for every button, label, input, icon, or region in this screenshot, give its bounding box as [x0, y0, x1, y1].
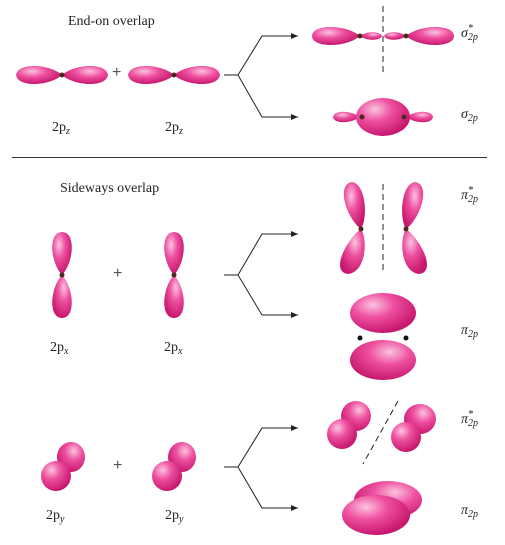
- px-branch-arrows: [224, 231, 298, 318]
- pi-2p-orbital-x: [350, 293, 416, 380]
- pi-star-2p-orbital-x: [340, 182, 427, 274]
- label-pi-star-2p-y: π*2p: [461, 409, 479, 429]
- plus-sign-py: +: [113, 457, 123, 474]
- px-orbital-left: [52, 232, 72, 318]
- label-2pz-left: 2pz: [52, 120, 70, 137]
- label-pi-2p-y: π2p: [461, 503, 479, 520]
- py-orbital-left: [41, 442, 85, 491]
- label-sigma-2p: σ2p: [461, 107, 478, 124]
- label-2py-left: 2py: [46, 508, 65, 525]
- end-on-overlap-title: End-on overlap: [68, 14, 155, 29]
- label-pi-star-2p-x: π*2p: [461, 185, 479, 205]
- plus-sign-pz: +: [112, 64, 122, 81]
- label-2px-left: 2px: [50, 340, 69, 357]
- label-2py-right: 2py: [165, 508, 184, 525]
- plus-sign-px: +: [113, 265, 123, 282]
- pz-orbital-left: [16, 65, 108, 85]
- sideways-overlap-title: Sideways overlap: [60, 181, 160, 196]
- label-2px-right: 2px: [164, 340, 183, 357]
- sigma-star-2p-orbital: [312, 6, 454, 74]
- label-pi-2p-x: π2p: [461, 323, 479, 340]
- label-sigma-star-2p: σ*2p: [461, 23, 478, 43]
- pz-orbital-right: [128, 65, 220, 85]
- py-orbital-right: [152, 442, 196, 491]
- px-orbital-right: [164, 232, 184, 318]
- sigma-2p-orbital: [333, 98, 433, 136]
- section-divider: [12, 157, 487, 158]
- end-on-branch-arrows: [224, 33, 298, 120]
- pi-star-2p-orbital-y: [327, 400, 436, 465]
- label-2pz-right: 2pz: [165, 120, 183, 137]
- pi-2p-orbital-y: [342, 481, 422, 535]
- py-branch-arrows: [224, 425, 298, 511]
